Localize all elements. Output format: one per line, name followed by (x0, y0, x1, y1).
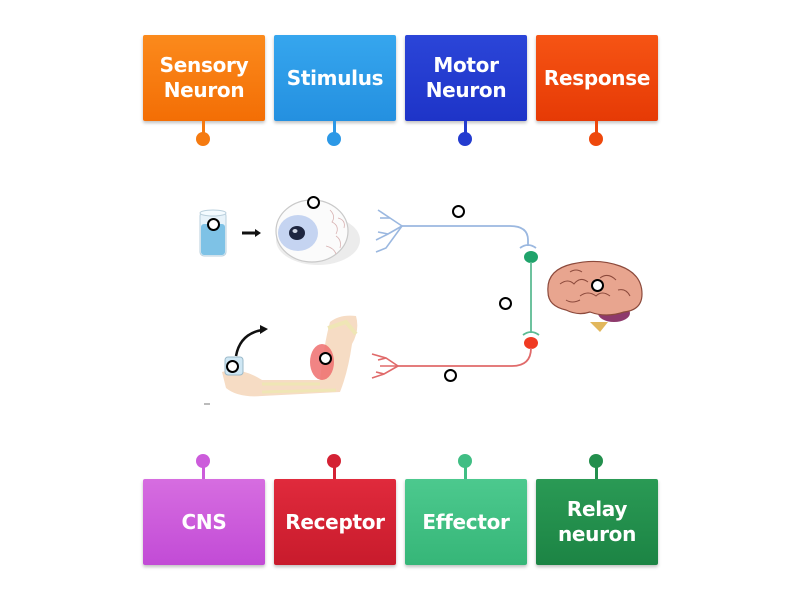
pin-head[interactable] (196, 454, 210, 468)
pin-head[interactable] (327, 132, 341, 146)
drop-target-relay-neuron[interactable] (499, 297, 512, 310)
label-tile-motor-neuron[interactable]: Motor Neuron (405, 35, 527, 121)
motor-neuron-path (398, 347, 532, 367)
label-text: Receptor (285, 509, 385, 534)
drop-target-receptor-eye[interactable] (307, 196, 320, 209)
relay-synapse-bottom (524, 337, 538, 349)
pin-stem (595, 466, 598, 479)
label-text: CNS (181, 509, 227, 534)
relay-synapse-top (524, 251, 538, 263)
pin-stem (333, 466, 336, 479)
motor-dendrites (371, 353, 399, 379)
pin-head[interactable] (327, 454, 341, 468)
pin-head[interactable] (458, 132, 472, 146)
label-tile-sensory-neuron[interactable]: Sensory Neuron (143, 35, 265, 121)
drop-target-effector-muscle[interactable] (319, 352, 332, 365)
pin-head[interactable] (589, 132, 603, 146)
curved-arrow-icon (234, 325, 268, 357)
label-tile-response[interactable]: Response (536, 35, 658, 121)
drop-target-cns-brain[interactable] (591, 279, 604, 292)
sensory-neuron-path (402, 225, 529, 246)
label-tile-effector[interactable]: Effector (405, 479, 527, 565)
label-text: Motor Neuron (425, 53, 507, 102)
label-tile-stimulus[interactable]: Stimulus (274, 35, 396, 121)
arm-icon (204, 315, 358, 405)
drop-target-sensory-neuron[interactable] (452, 205, 465, 218)
pin-stem (202, 121, 205, 133)
label-text: Response (543, 65, 651, 90)
pin-stem (595, 121, 598, 133)
label-text: Effector (422, 509, 510, 534)
label-tile-receptor[interactable]: Receptor (274, 479, 396, 565)
drop-target-stimulus-beaker[interactable] (207, 218, 220, 231)
label-tile-cns[interactable]: CNS (143, 479, 265, 565)
drop-target-motor-neuron[interactable] (444, 369, 457, 382)
pin-head[interactable] (196, 132, 210, 146)
label-text: Sensory Neuron (159, 53, 249, 102)
pin-stem (202, 466, 205, 479)
pin-stem (464, 466, 467, 479)
drop-target-response-arm[interactable] (226, 360, 239, 373)
label-tile-relay-neuron[interactable]: Relay neuron (536, 479, 658, 565)
label-text: Relay neuron (557, 497, 637, 546)
pin-head[interactable] (589, 454, 603, 468)
pin-stem (464, 121, 467, 133)
pin-stem (333, 121, 336, 133)
sensory-dendrites (375, 209, 403, 253)
arrow-right-icon (242, 229, 261, 237)
pin-head[interactable] (458, 454, 472, 468)
label-text: Stimulus (286, 65, 384, 90)
beaker-icon (199, 209, 227, 257)
brain-icon (547, 260, 643, 332)
eye-icon (275, 199, 360, 265)
